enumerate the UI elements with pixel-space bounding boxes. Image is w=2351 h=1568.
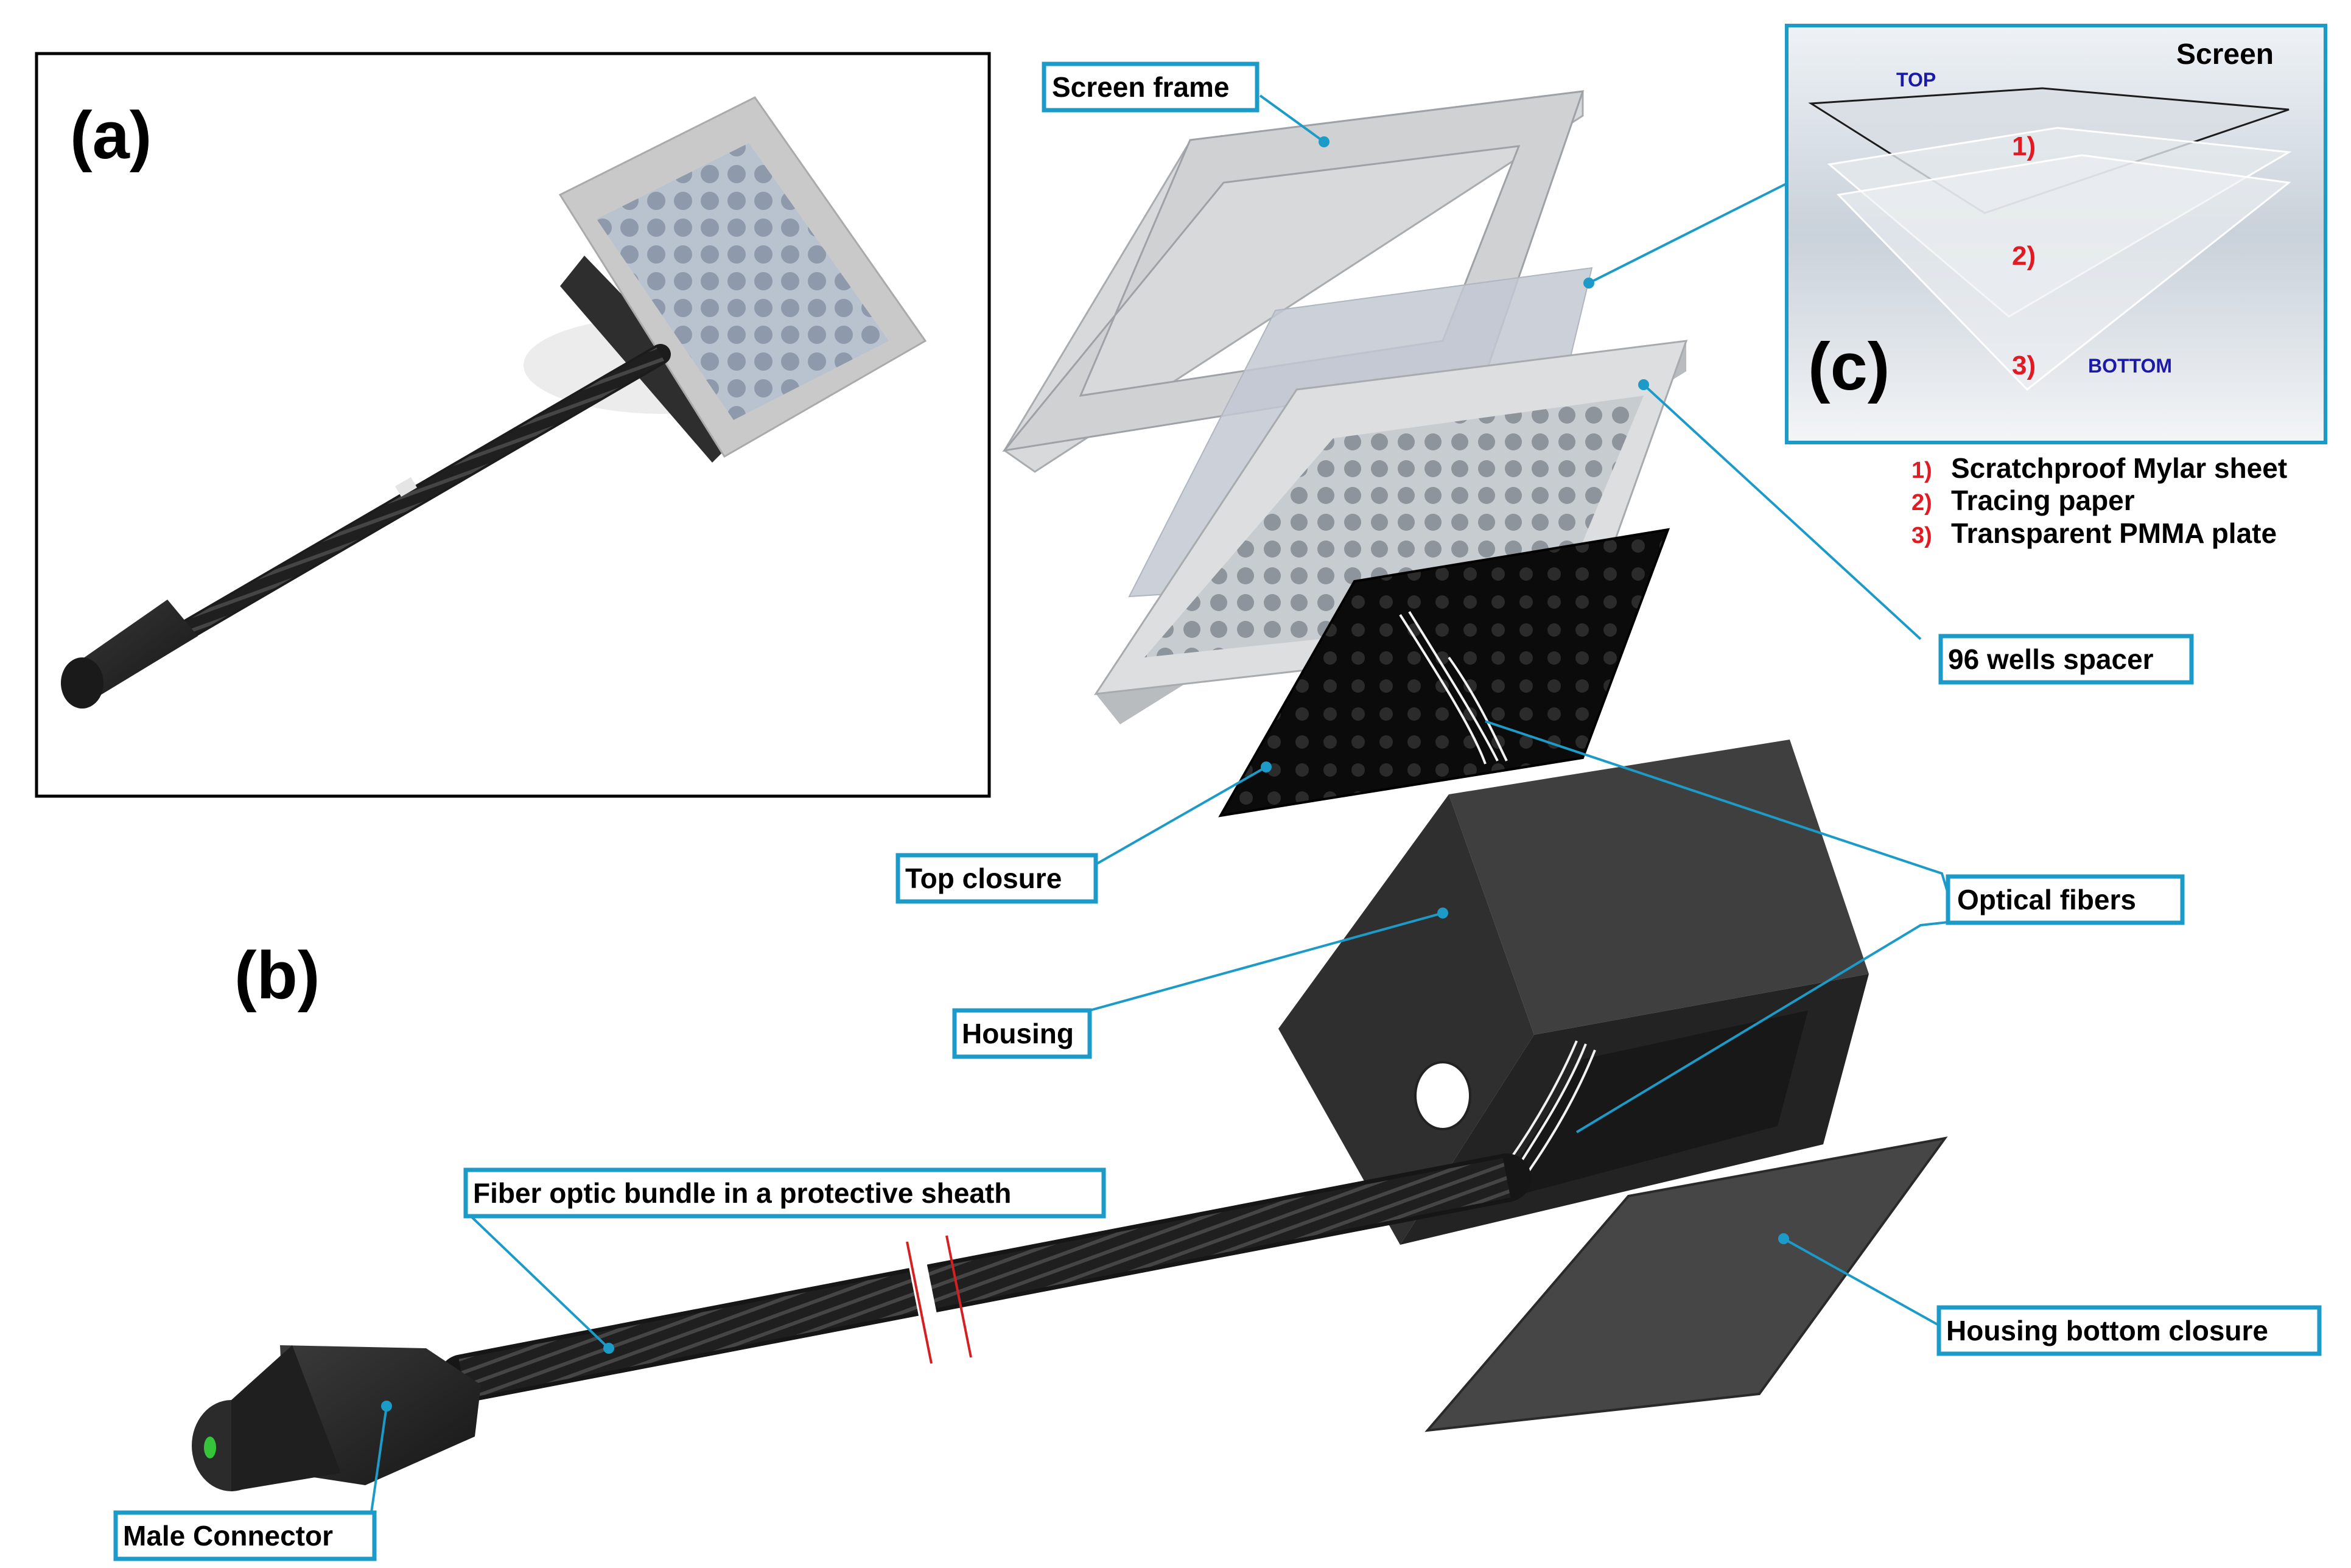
inset-top-label: TOP bbox=[1896, 69, 1936, 91]
label-top-closure: Top closure bbox=[895, 853, 1098, 904]
layer-legend: 1) Scratchproof Mylar sheet 2) Tracing p… bbox=[1911, 452, 2287, 549]
label-housing: Housing bbox=[952, 1008, 1092, 1059]
label-screen-frame: Screen frame bbox=[1042, 61, 1260, 113]
svg-text:Housing: Housing bbox=[962, 1018, 1074, 1049]
panel-a-border bbox=[35, 52, 991, 798]
panel-c-label: (c) bbox=[1808, 329, 1890, 404]
inset-bottom-label: BOTTOM bbox=[2088, 355, 2172, 377]
legend-text-3: Transparent PMMA plate bbox=[1951, 517, 2277, 549]
layer-pmma bbox=[1836, 154, 2291, 391]
panel-c-inset: Screen TOP BOTTOM 1) 2) 3) (c) bbox=[1785, 24, 2327, 444]
svg-text:Housing bottom closure: Housing bottom closure bbox=[1946, 1315, 2268, 1346]
inset-marker-2: 2) bbox=[2012, 241, 2036, 271]
panel-a-device bbox=[61, 96, 927, 709]
label-male-connector: Male Connector bbox=[113, 1510, 377, 1561]
panel-b-label: (b) bbox=[234, 938, 320, 1013]
svg-text:96 wells spacer: 96 wells spacer bbox=[1948, 643, 2154, 675]
inset-marker-3: 3) bbox=[2012, 351, 2036, 380]
label-housing-bottom-closure: Housing bottom closure bbox=[1936, 1305, 2322, 1356]
legend-num-2: 2) bbox=[1911, 490, 1932, 516]
panel-b: (b) bbox=[192, 90, 1948, 1491]
male-connector-part bbox=[192, 1345, 481, 1491]
legend-text-1: Scratchproof Mylar sheet bbox=[1951, 452, 2287, 484]
svg-text:Screen frame: Screen frame bbox=[1052, 71, 1230, 103]
label-96-wells-spacer: 96 wells spacer bbox=[1938, 634, 2194, 685]
label-optical-fibers: Optical fibers bbox=[1946, 874, 2185, 925]
inset-title: Screen bbox=[2176, 38, 2274, 71]
housing-bottom-closure-part bbox=[1424, 1136, 1948, 1432]
leader-lines bbox=[370, 94, 1949, 1513]
svg-text:Optical fibers: Optical fibers bbox=[1957, 884, 2136, 915]
svg-text:Fiber optic bundle in a protec: Fiber optic bundle in a protective sheat… bbox=[473, 1177, 1011, 1209]
panel-a-label: (a) bbox=[70, 98, 152, 173]
legend-num-1: 1) bbox=[1911, 458, 1932, 483]
legend-text-2: Tracing paper bbox=[1951, 485, 2135, 516]
svg-text:Male Connector: Male Connector bbox=[123, 1520, 333, 1552]
fiber-bundle-part bbox=[438, 1153, 1531, 1403]
legend-num-3: 3) bbox=[1911, 523, 1932, 548]
label-fiber-bundle: Fiber optic bundle in a protective sheat… bbox=[463, 1167, 1106, 1219]
inset-marker-1: 1) bbox=[2012, 131, 2036, 161]
svg-text:Top closure: Top closure bbox=[905, 863, 1062, 894]
panel-a: (a) bbox=[35, 52, 991, 798]
